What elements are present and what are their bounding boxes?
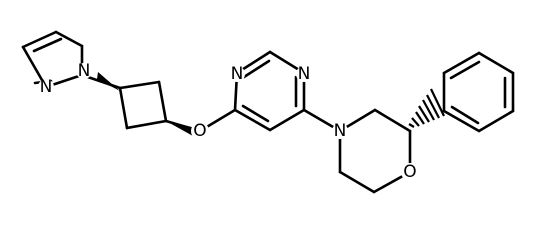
svg-text:O: O	[193, 121, 206, 141]
phenyl-ring	[442, 51, 515, 133]
svg-text:O: O	[403, 162, 416, 182]
atom-label-pyrazole-n1: N	[76, 61, 92, 81]
atom-label-pyrazole-n2: N	[38, 77, 54, 97]
svg-text:N: N	[40, 77, 53, 97]
atom-label-morpholine-o: O	[401, 162, 419, 182]
atom-label-pyrimidine-n1: N	[229, 64, 245, 84]
svg-text:N: N	[334, 121, 347, 141]
pyrimidine-ring	[233, 50, 306, 132]
morpholine-ring	[338, 108, 412, 194]
svg-text:N: N	[78, 61, 91, 81]
atom-label-morpholine-n: N	[332, 121, 348, 141]
svg-text:N: N	[231, 64, 244, 84]
svg-text:N: N	[298, 64, 311, 84]
cyclobutane-ring	[118, 80, 168, 130]
stereo-hash-bond	[408, 88, 445, 128]
atom-label-pyrimidine-n3: N	[296, 64, 312, 84]
chemical-structure: N N O N N N O	[21, 30, 515, 194]
atom-label-ether-o: O	[191, 121, 209, 141]
pyrazole-ring	[21, 30, 84, 89]
